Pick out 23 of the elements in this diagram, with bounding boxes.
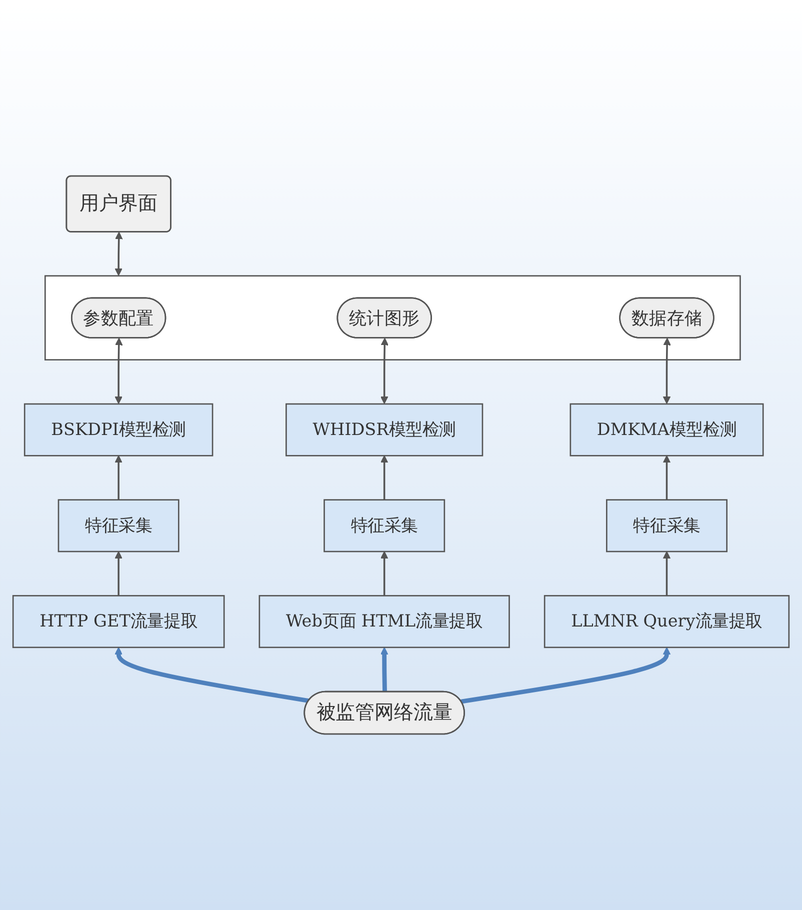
node-box: Web页面 HTML流量提取 — [258, 595, 510, 648]
node-box: DMKMA模型检测 — [570, 403, 764, 456]
node-box: LLMNR Query流量提取 — [544, 595, 790, 648]
arrow — [114, 338, 123, 404]
node-box: 特征采集 — [58, 499, 180, 552]
arrow — [662, 338, 671, 404]
arrow — [380, 455, 388, 500]
arrow — [380, 551, 388, 596]
arrow — [114, 551, 122, 596]
arrow — [380, 647, 388, 692]
arrow — [460, 647, 671, 704]
arrow — [114, 232, 123, 276]
arrow — [662, 551, 671, 596]
arrow — [380, 338, 389, 404]
node-box: 特征采集 — [606, 499, 728, 552]
node-box: BSKDPI模型检测 — [24, 403, 214, 456]
arrow — [114, 647, 310, 704]
node-box: WHIDSR模型检测 — [286, 403, 484, 456]
node-box: HTTP GET流量提取 — [12, 595, 225, 648]
node-box: 特征采集 — [324, 499, 446, 552]
arrow — [114, 455, 122, 500]
arrow — [662, 455, 671, 500]
cluster — [44, 275, 741, 360]
